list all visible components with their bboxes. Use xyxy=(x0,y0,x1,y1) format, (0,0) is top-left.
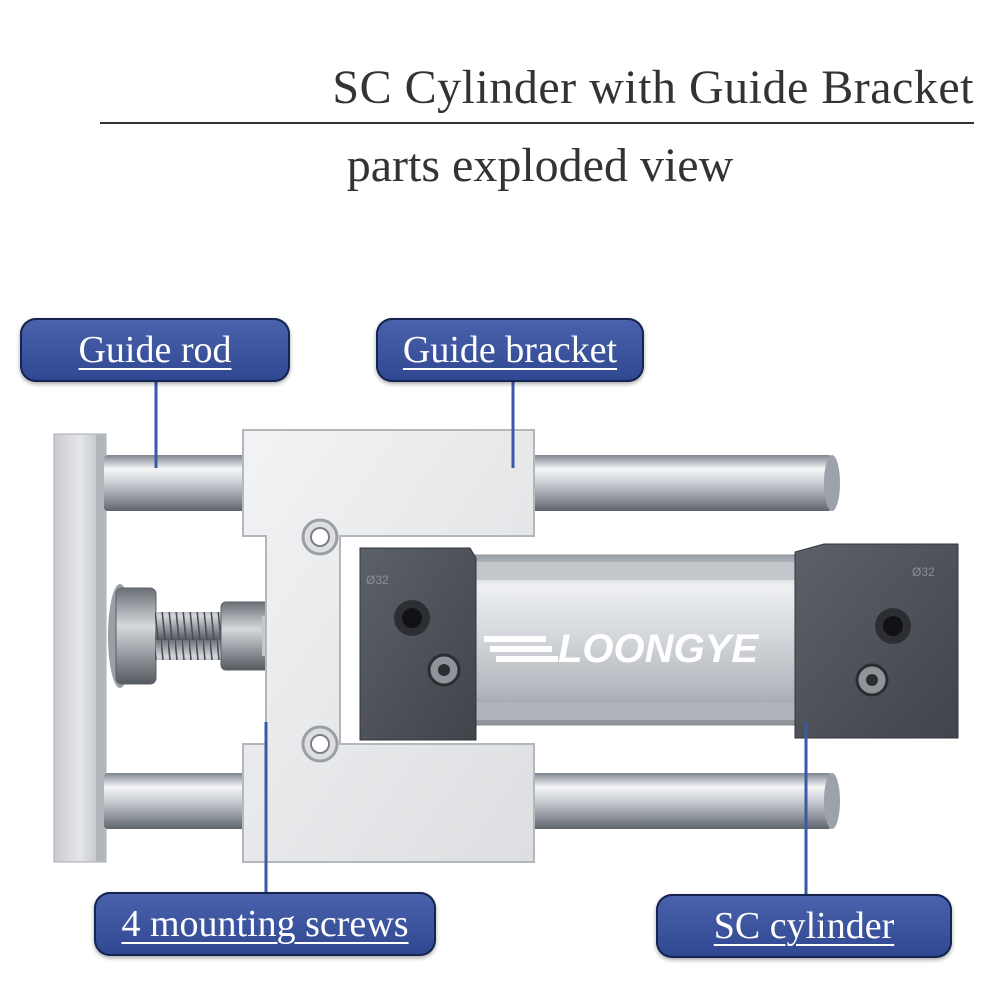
end-cap-right xyxy=(794,543,959,739)
label-guide-bracket-text: Guide bracket xyxy=(402,329,618,371)
callout-leader-lines xyxy=(154,382,808,894)
mounting-plate xyxy=(53,433,107,863)
bore-marking-left: Ø32 xyxy=(366,573,389,587)
svg-text:LOONGYE: LOONGYE xyxy=(558,627,759,671)
page-title: SC Cylinder with Guide Bracket xyxy=(332,61,974,114)
label-mounting-screws-text: 4 mounting screws xyxy=(121,903,409,945)
label-guide-rod: Guide rod xyxy=(20,318,290,382)
page-subtitle: parts exploded view xyxy=(346,139,734,192)
title-underline xyxy=(100,122,974,124)
end-cap-left xyxy=(359,547,477,741)
label-mounting-screws: 4 mounting screws xyxy=(94,892,436,956)
brand-logo: LOONGYE xyxy=(484,627,759,671)
label-guide-rod-text: Guide rod xyxy=(78,329,232,371)
label-sc-cylinder-text: SC cylinder xyxy=(713,905,895,947)
label-sc-cylinder: SC cylinder xyxy=(656,894,952,958)
label-guide-bracket: Guide bracket xyxy=(376,318,644,382)
sc-cylinder: LOONGYE Ø32 Ø32 xyxy=(359,543,959,741)
piston-rod-assembly xyxy=(108,584,278,688)
bore-marking-right: Ø32 xyxy=(912,565,935,579)
guide-bracket xyxy=(242,429,535,863)
